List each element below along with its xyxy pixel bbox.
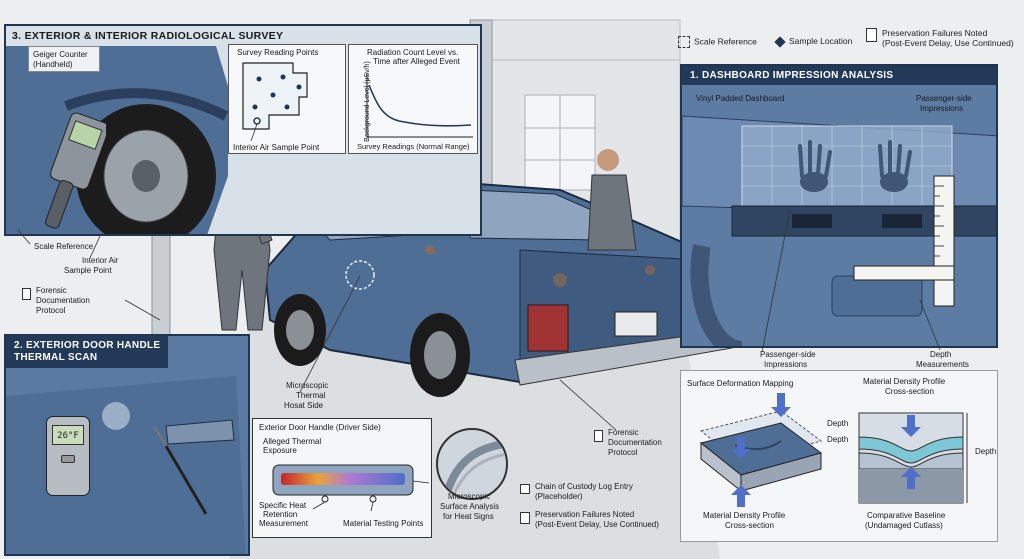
bottom-density-l2: Cross-section [725, 521, 774, 530]
panel-radiological-survey: 3. EXTERIOR & INTERIOR RADIOLOGICAL SURV… [4, 24, 482, 236]
thermometer-display: 26°F [52, 425, 84, 445]
scale-reference-icon [678, 36, 690, 48]
diamond-icon [774, 36, 786, 48]
material-points: Material Testing Points [343, 519, 424, 528]
passenger-bot-l1: Passenger-side [760, 350, 816, 359]
radiation-title-l2: Time after Alleged Event [373, 57, 460, 66]
center-forensic-l3: Protocol [608, 448, 638, 457]
document-icon [866, 28, 877, 42]
microscopic-texture [444, 440, 506, 498]
legend-preservation-l1: Preservation Failures Noted [882, 28, 988, 38]
depth-meas-l1: Depth [930, 350, 952, 359]
depth-a: Depth [827, 419, 849, 428]
radiation-title-l1: Radiation Count Level vs. [367, 48, 459, 57]
radiation-xlabel: Survey Readings (Normal Range) [357, 142, 470, 151]
panel2-title-l2: THERMAL SCAN [14, 352, 98, 363]
heat-l1: Specific Heat [259, 501, 307, 510]
geiger-label-l1: Geiger Counter [33, 50, 88, 59]
center-forensic-l1: Forensic [608, 428, 639, 437]
callout-interior-air-l2: Sample Point [64, 266, 112, 275]
micro-thermal-l2: Thermal [296, 391, 326, 400]
thermometer-probe [153, 425, 208, 515]
document-icon [22, 288, 31, 300]
thermometer-button [61, 455, 75, 463]
depth-b: Depth [827, 435, 849, 444]
callout-forensic-l3: Protocol [36, 306, 66, 315]
bottom-density-l1: Material Density Profile [703, 511, 786, 520]
callout-forensic-l2: Documentation [36, 296, 90, 305]
micro-surface-l1: Microscopic [448, 492, 491, 501]
radiation-curve [366, 73, 473, 138]
legend-preservation: Preservation Failures Noted (Post-Event … [866, 28, 1014, 48]
legend-sample-location-label: Sample Location [789, 36, 853, 46]
callout-interior-air-l1: Interior Air [82, 256, 119, 265]
legend-preservation-l2: (Post-Event Delay, [882, 38, 953, 48]
micro-thermal-l3: Hosat Side [284, 401, 324, 410]
radiation-chart-box: Radiation Count Level vs. Time after All… [348, 44, 478, 154]
passenger-top-l2: Impressions [920, 104, 964, 113]
survey-points-map [242, 62, 308, 142]
custody-l1: Chain of Custody Log Entry [535, 482, 633, 491]
heat-l3: Measurement [259, 519, 308, 528]
callout-forensic-l1: Forensic [36, 286, 67, 295]
interior-air-label: Interior Air Sample Point [233, 143, 320, 152]
custody-l2: (Placeholder) [535, 492, 583, 501]
document-icon [594, 430, 603, 442]
surface-deformation-diagram [699, 393, 823, 507]
baseline-l1: Comparative Baseline [867, 511, 946, 520]
density-profile-diagram [858, 412, 968, 504]
micro-surface-l2: Surface Analysis [440, 502, 500, 511]
wheel-illustration [6, 46, 229, 234]
center-preservation-l1: Preservation Failures Noted [535, 510, 635, 519]
thermal-gradient-handle [272, 464, 430, 512]
passenger-top-l1: Passenger-side [916, 94, 972, 103]
vinyl-label: Vinyl Padded Dashboard [696, 94, 785, 103]
baseline-l2: (Undamaged Cutlass) [865, 521, 943, 530]
legend-preservation-l3: Use Continued) [954, 38, 1014, 48]
depth-c: Depth [975, 447, 997, 456]
microscopic-circle [436, 428, 508, 500]
alleged-l1: Alleged Thermal [263, 437, 322, 446]
micro-thermal-l1: Microscopic [286, 381, 329, 390]
geiger-label-box: Geiger Counter (Handheld) [28, 46, 100, 72]
survey-points-box: Survey Reading Points Interior Air Sampl… [228, 44, 346, 154]
panel2-title: 2. EXTERIOR DOOR HANDLE THERMAL SCAN [6, 336, 169, 368]
log-icon [520, 484, 530, 494]
survey-points-title: Survey Reading Points [237, 48, 319, 57]
heat-l2: Retention [263, 510, 298, 519]
micro-surface-l3: for Heat Signs [443, 512, 494, 521]
alleged-l2: Exposure [263, 446, 297, 455]
panel1-title: 1. DASHBOARD IMPRESSION ANALYSIS [682, 66, 996, 85]
legend-scale-reference: Scale Reference [678, 36, 757, 48]
panel2-title-l1: 2. EXTERIOR DOOR HANDLE [14, 340, 161, 351]
panel-thermal-scan: 2. EXTERIOR DOOR HANDLE THERMAL SCAN 26°… [4, 334, 250, 556]
thermometer-device: 26°F [46, 416, 90, 496]
depth-meas-l2: Measurements [916, 360, 969, 369]
document-icon [520, 512, 530, 524]
density-title-l1: Material Density Profile [863, 377, 946, 386]
panel3-title: 3. EXTERIOR & INTERIOR RADIOLOGICAL SURV… [12, 30, 284, 42]
legend-sample-location: Sample Location [774, 36, 853, 48]
density-title-l2: Cross-section [885, 387, 934, 396]
investigator-right [587, 149, 637, 251]
geiger-counter-icon [45, 112, 106, 229]
legend-scale-reference-label: Scale Reference [694, 36, 757, 47]
analysis-box: Surface Deformation Mapping Material Den… [680, 370, 998, 542]
panel-dashboard-analysis: 1. DASHBOARD IMPRESSION ANALYSIS Vinyl P… [680, 64, 998, 348]
center-forensic-l2: Documentation [608, 438, 662, 447]
center-preservation-l2: (Post-Event Delay, Use Continued) [535, 520, 659, 529]
geiger-label-l2: (Handheld) [33, 60, 73, 69]
handle-box-title: Exterior Door Handle (Driver Side) [259, 423, 381, 432]
callout-scale-reference: Scale Reference [34, 242, 94, 251]
door-handle-box: Exterior Door Handle (Driver Side) Alleg… [252, 418, 432, 538]
surface-title: Surface Deformation Mapping [687, 379, 794, 388]
passenger-bot-l2: Impressions [764, 360, 808, 369]
